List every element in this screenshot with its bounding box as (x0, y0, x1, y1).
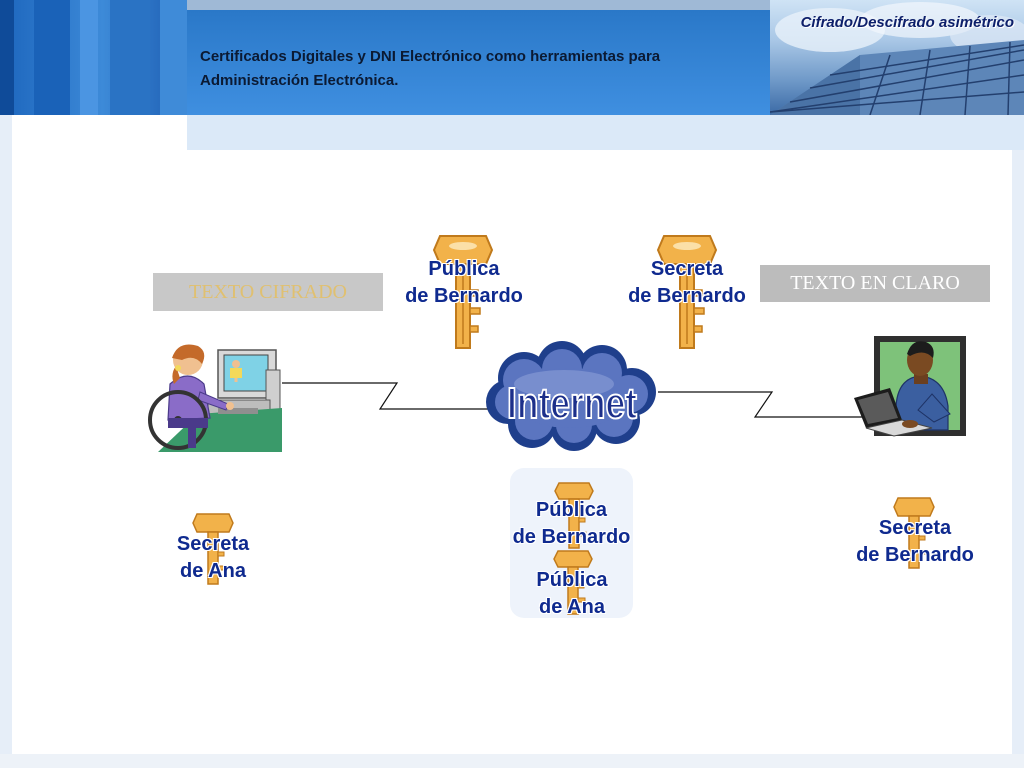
header-title-panel (187, 10, 770, 115)
label-public-key-bernardo-top: Pública de Bernardo (394, 256, 534, 310)
key-icon (432, 235, 494, 349)
label-line: de Ana (539, 596, 605, 618)
label-line: Secreta (176, 533, 250, 555)
key-icon (554, 482, 594, 549)
label-line: Pública (428, 258, 500, 280)
label-public-key-ana: Pública de Ana (512, 567, 632, 621)
label-public-key-bernardo: Pública de Bernardo (500, 497, 643, 551)
label-secret-key-bernardo: Secreta de Bernardo (845, 515, 985, 569)
ciphertext-box: TEXTO CIFRADO (153, 273, 383, 311)
left-border-strip (0, 115, 12, 768)
key-icon (656, 235, 718, 349)
label-line: de Bernardo (512, 526, 631, 548)
subheader-band (187, 115, 1024, 150)
label-line: Secreta (878, 517, 952, 539)
cloud-icon: Internet (486, 341, 656, 451)
label-line: Pública (536, 569, 608, 591)
plaintext-box: TEXTO EN CLARO (760, 265, 990, 302)
woman-at-computer-icon (148, 344, 282, 452)
right-border-strip (1012, 115, 1024, 768)
building-photo-graphic (770, 2, 1024, 115)
label-line: Secreta (650, 258, 724, 280)
internet-label: Internet (507, 379, 637, 428)
bottom-border-strip (0, 754, 1024, 768)
label-line: de Bernardo (628, 285, 746, 307)
key-icon (893, 497, 935, 569)
label-secret-key-bernardo-top: Secreta de Bernardo (617, 256, 757, 310)
key-icon (192, 513, 234, 585)
label-secret-key-ana: Secreta de Ana (158, 531, 268, 585)
slide-subtitle: Cifrado/Descifrado asimétrico (800, 14, 1014, 31)
page-title-line-1: Certificados Digitales y DNI Electrónico… (200, 48, 661, 65)
page-title: Certificados Digitales y DNI Electrónico… (200, 45, 760, 93)
building-photo (770, 0, 1024, 115)
label-line: de Ana (180, 560, 246, 582)
link-internet-to-bernardo (658, 391, 865, 418)
header-top-line (187, 0, 770, 10)
page-title-line-2: Administración Electrónica. (200, 72, 399, 89)
label-line: de Bernardo (856, 544, 974, 566)
label-line: de Bernardo (405, 285, 523, 307)
label-line: Pública (535, 499, 608, 521)
link-ana-to-internet (282, 382, 490, 410)
man-with-laptop-icon (854, 336, 966, 437)
key-icon (553, 550, 593, 615)
